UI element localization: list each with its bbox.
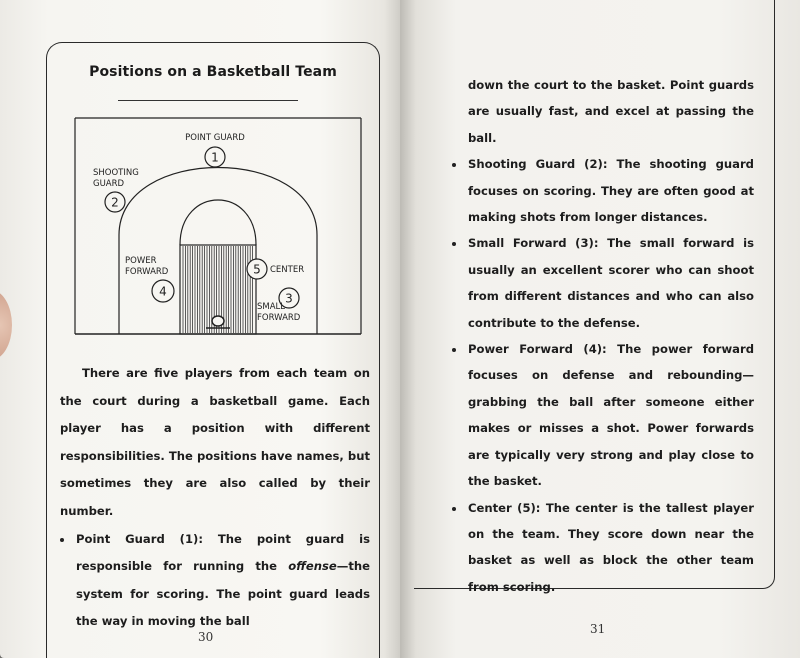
bullet-center: Center (5): The center is the tallest pl… (448, 495, 754, 601)
title-rule (118, 100, 298, 101)
court-diagram: POINT GUARD 1 SHOOTING GUARD 2 POWER FOR… (74, 117, 362, 335)
bullet-point-guard-tail: —the system for scoring. The point guard… (76, 559, 370, 629)
key (179, 244, 257, 335)
right-page: 31 (400, 0, 800, 658)
free-throw-circle (179, 199, 257, 246)
offense-term: offense (288, 559, 337, 574)
player-4-marker (151, 279, 175, 303)
intro-paragraph: There are five players from each team on… (60, 366, 370, 518)
player-2-number: 2 (111, 196, 119, 210)
left-body-text: There are five players from each team on… (60, 360, 370, 636)
label-point-guard: POINT GUARD (185, 133, 245, 143)
bullet-shooting-guard: Shooting Guard (2): The shooting guard f… (448, 151, 754, 230)
label-shooting-1: SHOOTING (93, 168, 139, 178)
label-power-1: POWER (125, 256, 157, 266)
label-center: CENTER (270, 265, 304, 275)
player-2-marker (104, 191, 126, 213)
player-3-number: 3 (285, 292, 293, 306)
page-number-left: 30 (198, 630, 214, 644)
player-4-number: 4 (159, 285, 167, 299)
basket-icon (211, 315, 225, 327)
left-page: Positions on a Basketball Team POINT GUA… (0, 0, 400, 658)
player-1-number: 1 (211, 151, 219, 165)
right-page-frame (414, 0, 775, 589)
player-3-marker (278, 287, 300, 309)
player-1-marker (204, 146, 226, 168)
key-hatching (182, 246, 254, 333)
point-guard-continuation: down the court to the basket. Point guar… (468, 78, 754, 145)
bullet-point-guard-head: Point Guard (1): The point guard is resp… (76, 531, 370, 574)
bullet-power-forward: Power Forward (4): The power forward foc… (448, 336, 754, 494)
label-shooting-2: GUARD (93, 179, 125, 189)
thumb (0, 290, 12, 360)
three-point-arc (118, 166, 318, 334)
label-small-2: FORWARD (257, 313, 301, 323)
left-page-frame (46, 42, 380, 658)
label-small-1: SMALL (257, 302, 285, 312)
right-body-text: down the court to the basket. Point guar… (448, 72, 754, 600)
label-power-2: FORWARD (125, 267, 169, 277)
player-5-marker (246, 258, 268, 280)
page-number-right: 31 (590, 622, 606, 636)
bullet-point-guard: Point Guard (1): The point guard is resp… (60, 526, 370, 636)
player-5-number: 5 (253, 263, 261, 277)
bullet-small-forward: Small Forward (3): The small forward is … (448, 230, 754, 336)
page-title: Positions on a Basketball Team (89, 64, 337, 80)
